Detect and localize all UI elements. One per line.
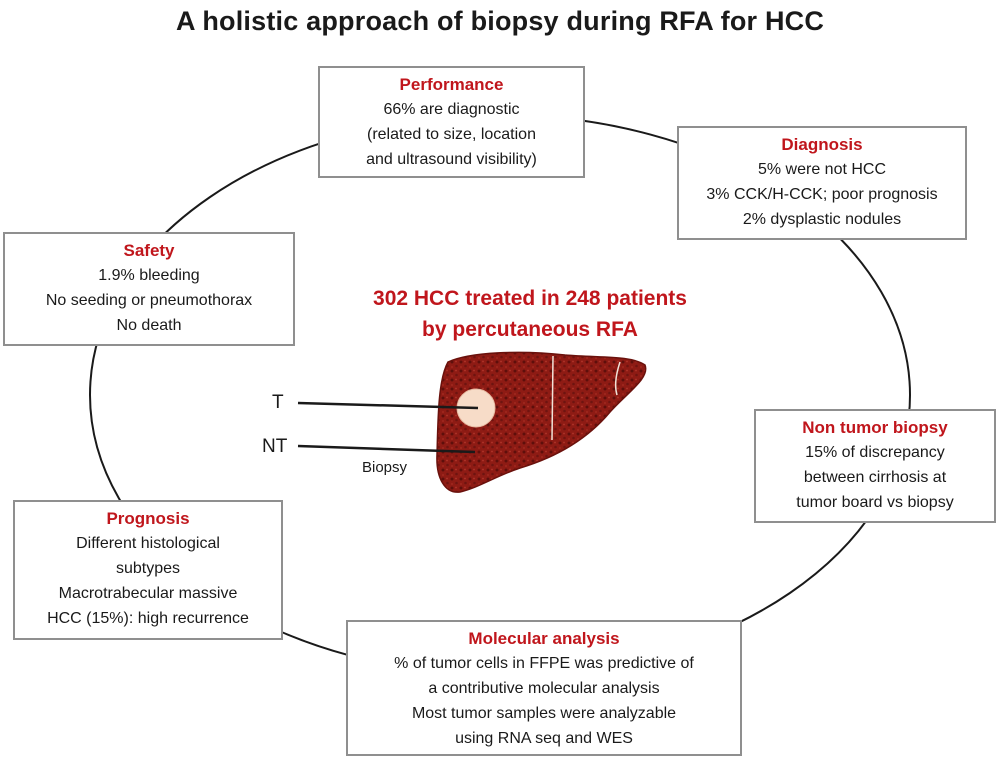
non-tumor-biopsy-box: Non tumor biopsy 15% of discrepancy betw…: [754, 409, 996, 523]
safety-box: Safety 1.9% bleeding No seeding or pneum…: [3, 232, 295, 346]
molecular-analysis-line: Most tumor samples were analyzable: [411, 705, 677, 722]
prognosis-heading: Prognosis: [106, 509, 190, 528]
molecular-analysis-line: a contributive molecular analysis: [428, 680, 660, 697]
cohort-summary: 302 HCC treated in 248 patients by percu…: [330, 283, 730, 345]
performance-line: (related to size, location: [367, 126, 536, 143]
safety-line: No seeding or pneumothorax: [45, 292, 253, 309]
biopsy-label: Biopsy: [362, 459, 408, 476]
cohort-summary-line-1: 302 HCC treated in 248 patients: [373, 287, 687, 310]
liver-segment-line: [551, 355, 554, 441]
safety-line: 1.9% bleeding: [98, 267, 200, 284]
prognosis-line: Macrotrabecular massive: [58, 585, 238, 602]
molecular-analysis-line: using RNA seq and WES: [455, 730, 633, 747]
non-tumor-biopsy-needle: [297, 444, 476, 454]
diagnosis-box: Diagnosis 5% were not HCC 3% CCK/H-CCK; …: [677, 126, 967, 240]
tumor-label: T: [272, 392, 284, 413]
non-tumor-biopsy-heading: Non tumor biopsy: [802, 418, 948, 437]
diagram-title: A holistic approach of biopsy during RFA…: [175, 6, 825, 36]
diagnosis-heading: Diagnosis: [781, 135, 863, 154]
safety-line: No death: [116, 317, 182, 334]
diagnosis-line: 3% CCK/H-CCK; poor prognosis: [706, 186, 938, 203]
diagnosis-line: 2% dysplastic nodules: [742, 211, 902, 228]
prognosis-line: HCC (15%): high recurrence: [47, 610, 249, 627]
non-tumor-biopsy-line: 15% of discrepancy: [805, 444, 945, 461]
prognosis-line: subtypes: [115, 560, 181, 577]
molecular-analysis-line: % of tumor cells in FFPE was predictive …: [394, 655, 694, 672]
tumor-biopsy-needle: [297, 401, 479, 410]
cohort-summary-line-2: by percutaneous RFA: [422, 318, 638, 341]
performance-heading: Performance: [399, 75, 504, 94]
liver-illustration: [436, 351, 647, 493]
liver-shape: [436, 351, 647, 493]
non-tumor-biopsy-line: between cirrhosis at: [803, 469, 947, 486]
non-tumor-biopsy-line: tumor board vs biopsy: [796, 494, 954, 511]
performance-box: Performance 66% are diagnostic (related …: [318, 66, 585, 178]
performance-line: and ultrasound visibility): [366, 151, 537, 168]
safety-heading: Safety: [123, 241, 175, 260]
performance-line: 66% are diagnostic: [383, 101, 520, 118]
molecular-analysis-heading: Molecular analysis: [468, 629, 620, 648]
diagnosis-line: 5% were not HCC: [757, 161, 887, 178]
molecular-analysis-box: Molecular analysis % of tumor cells in F…: [346, 620, 742, 756]
liver-segment-line: [614, 361, 621, 396]
prognosis-box: Prognosis Different histological subtype…: [13, 500, 283, 640]
non-tumor-label: NT: [262, 436, 288, 457]
prognosis-line: Different histological: [76, 535, 220, 552]
